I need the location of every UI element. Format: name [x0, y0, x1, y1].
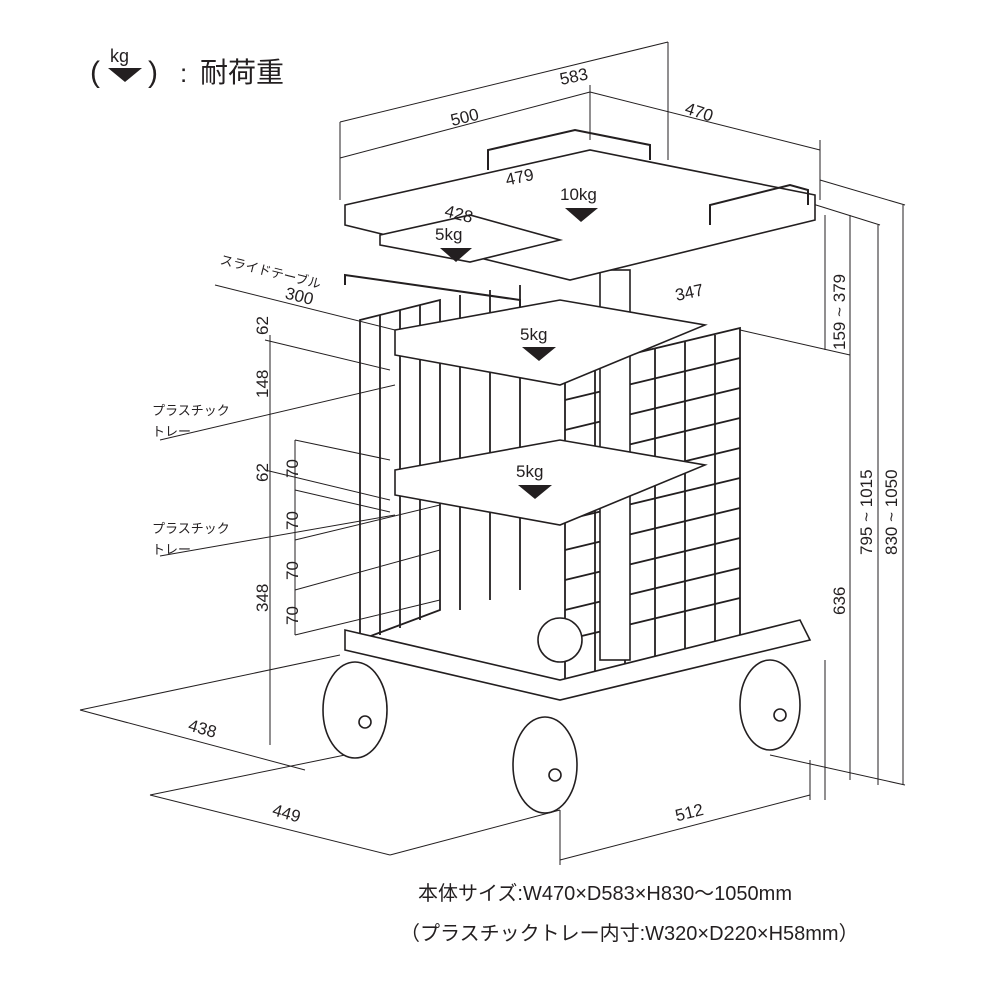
dim-70-2: 70	[283, 511, 302, 530]
svg-text:): )	[148, 56, 158, 89]
load-markers	[440, 208, 598, 499]
dim-830-1050: 830 ~ 1050	[882, 469, 901, 555]
dim-62-lower: 62	[253, 463, 272, 482]
dim-512: 512	[673, 800, 705, 825]
lower-tray	[394, 439, 708, 526]
dim-348: 348	[253, 584, 272, 612]
caster-rear-left	[537, 617, 583, 663]
dim-636: 636	[830, 587, 849, 615]
caster-front-right	[512, 716, 578, 814]
load-legend: ( kg ) : 耐荷重	[90, 46, 284, 89]
cart-body	[322, 128, 816, 814]
dim-347: 347	[673, 280, 705, 304]
dim-449: 449	[270, 800, 303, 826]
dim-70-3: 70	[283, 561, 302, 580]
dim-70-4: 70	[283, 606, 302, 625]
upper-tray	[394, 299, 708, 386]
dimension-lines	[79, 41, 906, 865]
dim-62-upper: 62	[253, 316, 272, 335]
svg-text::: :	[180, 58, 187, 88]
label-tray-lower-1: プラスチック	[152, 521, 230, 536]
load-arrow-icon	[565, 208, 598, 222]
load-arrow-icon	[518, 485, 552, 499]
legend-label: 耐荷重	[200, 57, 284, 88]
load-slide-table: 5kg	[435, 225, 462, 244]
load-top: 10kg	[560, 185, 597, 204]
load-arrow-icon	[522, 347, 556, 361]
load-arrow-icon	[108, 68, 142, 82]
label-tray-lower-2: トレー	[152, 542, 191, 557]
dim-500: 500	[449, 105, 481, 130]
dim-159-379: 159 ~ 379	[830, 274, 849, 350]
label-tray-upper-2: トレー	[152, 424, 191, 439]
legend-unit: kg	[110, 46, 129, 66]
casters	[322, 617, 801, 814]
dim-795-1015: 795 ~ 1015	[857, 469, 876, 555]
dim-148: 148	[253, 370, 272, 398]
load-upper-tray: 5kg	[520, 325, 547, 344]
load-lower-tray: 5kg	[516, 462, 543, 481]
label-tray-upper-1: プラスチック	[152, 403, 230, 418]
caster-front-left	[322, 661, 388, 759]
top-handle-side	[709, 183, 809, 225]
caster-rear-right	[739, 659, 801, 751]
dim-438: 438	[186, 716, 219, 742]
svg-text:(: (	[90, 56, 100, 89]
slide-table	[379, 214, 564, 263]
dim-470: 470	[683, 99, 716, 126]
dim-70-1: 70	[283, 459, 302, 478]
tray-size-text: （プラスチックトレー内寸:W320×D220×H58mm）	[400, 922, 859, 945]
top-handle-rear	[487, 128, 651, 170]
label-slide-table: スライドテーブル	[219, 252, 323, 292]
base-frame	[344, 619, 812, 701]
body-size-text: 本体サイズ:W470×D583×H830〜1050mm	[418, 882, 792, 905]
load-arrow-icon	[440, 248, 472, 262]
